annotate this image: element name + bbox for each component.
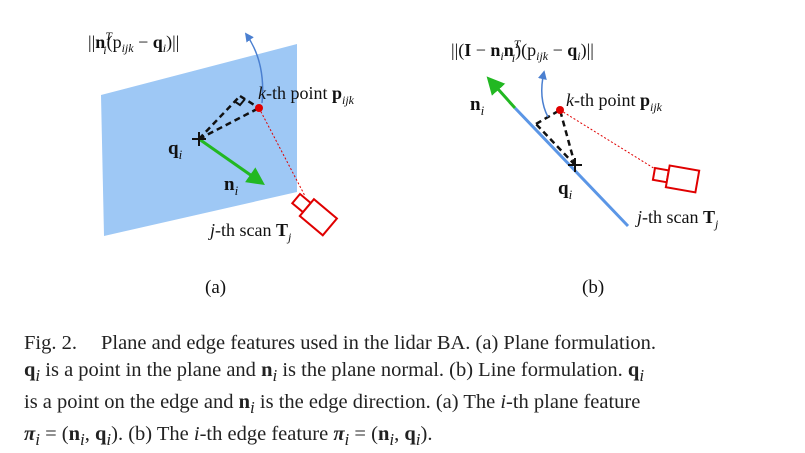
q-label-a: qi [168,138,183,162]
caption-line-3: is a point on the edge and ni is the edg… [24,391,641,418]
lidar-point-b [556,106,564,114]
figure-caption: Fig. 2.Plane and edge features used in t… [24,330,802,453]
dashed-perp-a [239,94,260,110]
n-label-a: ni [224,174,239,198]
lidar-sensor-icon-b [651,164,701,194]
caption-line-4: πi = (ni, qi). (b) The i-th edge feature… [24,423,433,450]
n-label-b: ni [470,94,485,118]
residual-arrow-b [537,70,549,118]
lidar-sensor-icon-a [290,192,339,237]
scan-label-b: j-th scan Tj [635,207,719,231]
edge-direction-vector-b [486,76,517,110]
kth-point-label-b: k-th point pijk [566,90,663,114]
scan-label-a: j-th scan Tj [208,220,292,244]
panel-tag-b: (b) [582,277,604,298]
normal-vector-a [198,137,265,186]
scan-ray-a [258,107,306,197]
plane-point-q-marker [192,132,206,146]
caption-line-2: qi is a point in the plane and ni is the… [24,359,645,386]
caption-line-1: Fig. 2.Plane and edge features used in t… [24,332,657,354]
kth-point-label-a: k-th point pijk [258,83,355,107]
dashed-residual-a [198,106,260,141]
edge-line-b [513,106,630,228]
q-label-b: qi [558,178,573,202]
lidar-point-a [255,104,263,112]
residual-arrow-a [244,32,264,104]
right-angle-mark-a [233,98,246,107]
panel-tag-a: (a) [205,277,226,298]
edge-point-q-marker [568,158,582,172]
